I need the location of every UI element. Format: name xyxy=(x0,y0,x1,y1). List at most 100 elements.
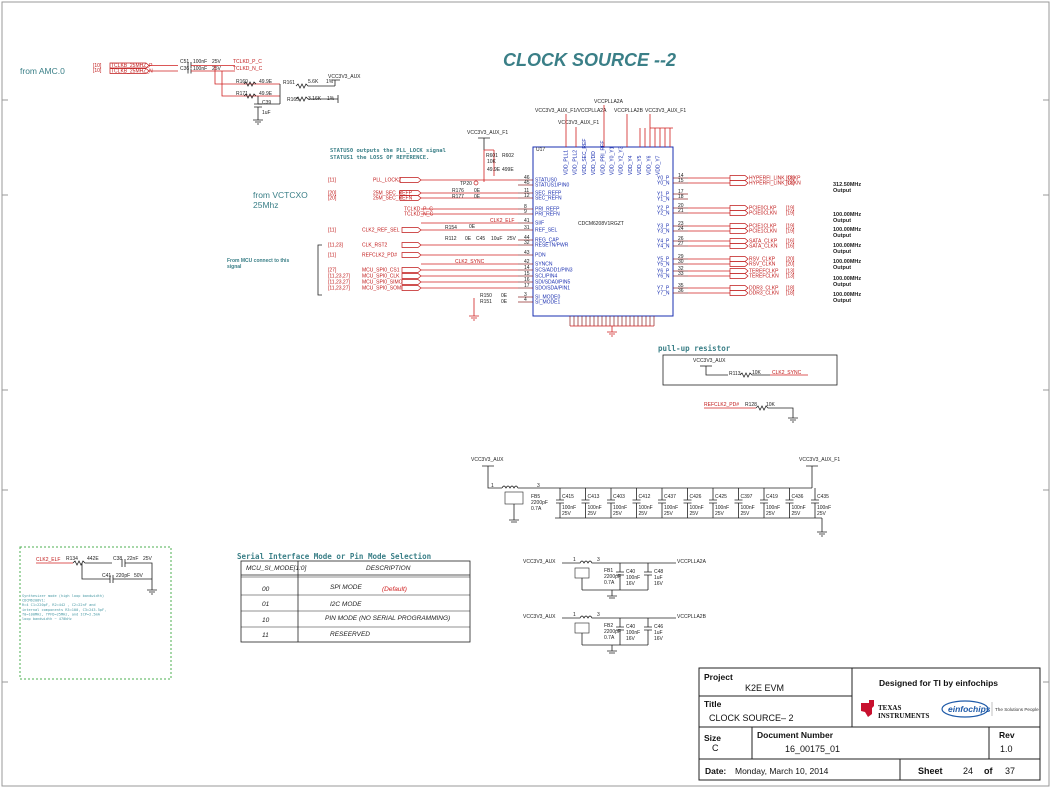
svg-text:C403: C403 xyxy=(613,494,625,500)
title-block-date: Monday, March 10, 2014 xyxy=(735,766,829,776)
svg-text:2200pF: 2200pF xyxy=(531,500,548,506)
svg-text:[18]: [18] xyxy=(786,176,795,182)
svg-text:VDD_VDD: VDD_VDD xyxy=(591,151,597,175)
svg-text:VDD_PLL1: VDD_PLL1 xyxy=(564,150,570,175)
svg-text:35: 35 xyxy=(678,283,684,289)
svg-text:31: 31 xyxy=(524,225,530,231)
svg-text:Y6_N: Y6_N xyxy=(657,274,670,280)
svg-text:44: 44 xyxy=(524,235,530,241)
svg-text:29: 29 xyxy=(678,254,684,260)
svg-text:[18]: [18] xyxy=(786,291,795,297)
svg-text:2200pF: 2200pF xyxy=(604,574,621,580)
svg-text:einfochips: einfochips xyxy=(948,704,991,714)
svg-text:Output: Output xyxy=(833,265,851,271)
svg-text:R177: R177 xyxy=(452,194,464,200)
svg-text:(Default): (Default) xyxy=(382,586,407,593)
svg-text:Y3_N: Y3_N xyxy=(657,229,670,235)
svg-text:25V: 25V xyxy=(507,236,517,242)
svg-text:TCLKD_N_C: TCLKD_N_C xyxy=(233,66,263,72)
svg-text:Y4_P: Y4_P xyxy=(657,239,670,245)
svg-text:16V: 16V xyxy=(626,636,636,642)
svg-text:MCU_SPI0_SIMO: MCU_SPI0_SIMO xyxy=(362,280,403,286)
svg-text:PLL_LOCK2: PLL_LOCK2 xyxy=(373,178,401,184)
svg-text:PRI_REFN: PRI_REFN xyxy=(535,212,560,218)
svg-text:220pF: 220pF xyxy=(116,573,130,579)
svg-text:TCLKD_P_C: TCLKD_P_C xyxy=(233,59,262,65)
svg-text:32: 32 xyxy=(678,266,684,272)
svg-text:[20]: [20] xyxy=(786,257,795,263)
svg-text:[27]: [27] xyxy=(328,268,337,274)
ti-logo-icon: TEXAS INSTRUMENTS xyxy=(861,700,929,720)
svg-text:[19]: [19] xyxy=(786,206,795,212)
svg-text:C435: C435 xyxy=(817,494,829,500)
svg-text:100nF: 100nF xyxy=(193,59,207,65)
svg-text:PCIE0CLKP: PCIE0CLKP xyxy=(749,206,777,212)
svg-text:INSTRUMENTS: INSTRUMENTS xyxy=(878,712,929,720)
svg-text:0E: 0E xyxy=(474,194,481,200)
loop-filter-note: internal components R3=100, C3=243.5pF, xyxy=(22,608,106,612)
svg-text:25M_SEC_REFN: 25M_SEC_REFN xyxy=(373,196,413,202)
title-block-title: CLOCK SOURCE– 2 xyxy=(709,713,794,723)
sheet-border xyxy=(1,1,1050,787)
svg-text:Y2_P: Y2_P xyxy=(657,206,670,212)
note-vctcxo-freq: 25Mhz xyxy=(253,200,279,210)
svg-text:100nF: 100nF xyxy=(626,630,640,636)
svg-text:25V: 25V xyxy=(741,511,751,517)
svg-text:[18]: [18] xyxy=(786,181,795,187)
svg-text:C415: C415 xyxy=(562,494,574,500)
svg-text:C425: C425 xyxy=(715,494,727,500)
svg-text:FB1: FB1 xyxy=(604,568,613,574)
svg-text:20: 20 xyxy=(678,203,684,209)
svg-text:C36: C36 xyxy=(180,66,189,72)
svg-text:C41: C41 xyxy=(102,573,111,579)
ic-top-pin: VDD_Y7 xyxy=(656,155,662,175)
svg-text:The Solutions People: The Solutions People xyxy=(995,707,1039,712)
svg-text:41: 41 xyxy=(524,218,530,224)
svg-text:100.00MHz: 100.00MHz xyxy=(833,243,861,249)
svg-text:Y4_N: Y4_N xyxy=(657,244,670,250)
svg-text:49.9E: 49.9E xyxy=(259,79,273,85)
svg-text:2200pF: 2200pF xyxy=(604,629,621,635)
svg-text:VCCPLLA2A: VCCPLLA2A xyxy=(677,559,707,565)
svg-text:[11]: [11] xyxy=(328,253,337,259)
svg-text:Output: Output xyxy=(833,298,851,304)
loop-filter-box: CLK2_ELF R134 442E C38 22nF 25V C41 220p… xyxy=(19,546,172,680)
title-block-rev-label: Rev xyxy=(999,730,1015,740)
svg-text:VCC3V3_AUX: VCC3V3_AUX xyxy=(693,358,726,364)
svg-text:[11,23]: [11,23] xyxy=(328,243,344,249)
svg-text:100nF: 100nF xyxy=(766,505,780,511)
svg-text:499E: 499E xyxy=(502,167,514,173)
svg-text:0.7A: 0.7A xyxy=(604,635,615,641)
svg-text:C40: C40 xyxy=(626,569,635,575)
svg-text:REFCLK2_PD#: REFCLK2_PD# xyxy=(362,253,397,259)
title-block-sheet-label: Sheet xyxy=(918,766,943,776)
svg-text:C413: C413 xyxy=(588,494,600,500)
svg-text:C436: C436 xyxy=(792,494,804,500)
svg-text:R601: R601 xyxy=(486,153,498,159)
svg-text:Serial Interface Mode or Pin M: Serial Interface Mode or Pin Mode Select… xyxy=(237,552,431,561)
svg-text:25V: 25V xyxy=(212,59,222,65)
svg-text:C39: C39 xyxy=(262,100,271,106)
svg-text:SI_MODE0: SI_MODE0 xyxy=(535,295,561,301)
svg-text:CLK_RST2: CLK_RST2 xyxy=(362,243,388,249)
svg-text:100nF: 100nF xyxy=(562,505,576,511)
einfochips-logo-icon: einfochips The Solutions People xyxy=(941,700,1039,718)
svg-text:46: 46 xyxy=(524,175,530,181)
svg-text:Y1_N: Y1_N xyxy=(657,197,670,203)
svg-text:PCIE1CLKN: PCIE1CLKN xyxy=(749,229,777,235)
svg-text:100nF: 100nF xyxy=(715,505,729,511)
svg-text:100nF: 100nF xyxy=(664,505,678,511)
svg-text:C412: C412 xyxy=(639,494,651,500)
svg-text:0E: 0E xyxy=(501,293,508,299)
svg-text:VCC3V3_AUX_F1: VCC3V3_AUX_F1 xyxy=(645,108,686,114)
status-note-1: STATUS0 outputs the PLL_LOCK signal xyxy=(330,148,446,154)
title-block-docnum: 16_00175_01 xyxy=(785,744,840,754)
